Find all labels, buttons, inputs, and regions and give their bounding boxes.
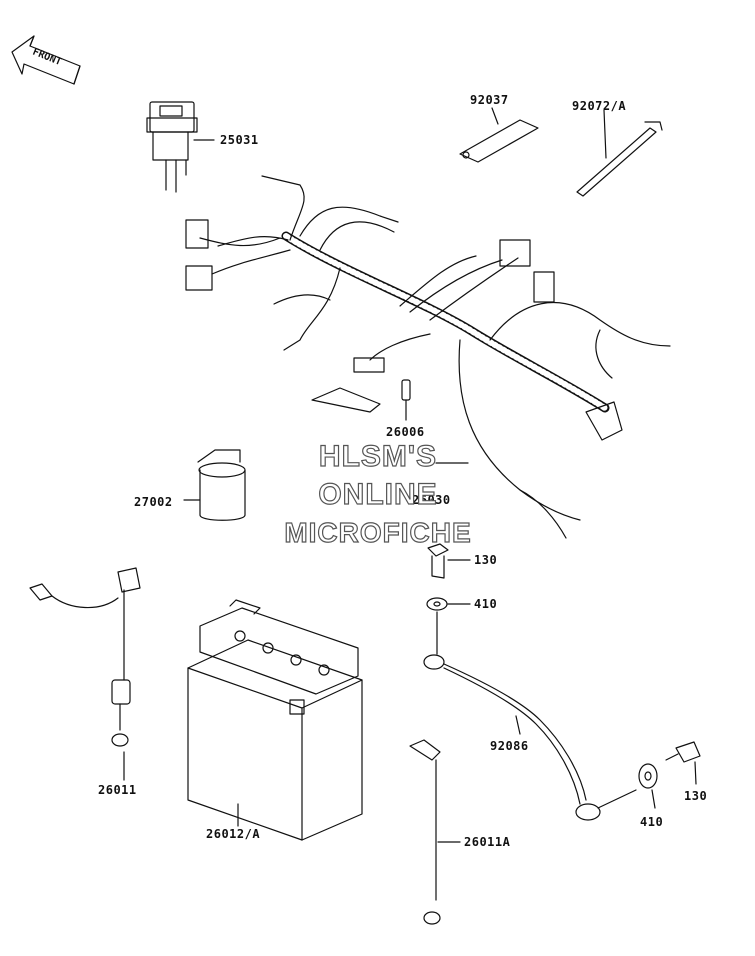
label-26012a: 26012/A [206, 827, 260, 841]
label-92072a: 92072/A [572, 99, 626, 113]
lead-cable-part [29, 567, 141, 781]
ground-cable-part [423, 654, 637, 821]
relay-part [183, 449, 246, 521]
lead-cable-a-part [409, 739, 461, 925]
label-410-bottom: 410 [640, 815, 663, 829]
label-410-top: 410 [474, 597, 497, 611]
washer-bottom-part [638, 763, 658, 809]
bolt-top-part [427, 543, 471, 579]
main-harness-part [185, 175, 671, 539]
label-26006: 26006 [386, 425, 425, 439]
strap-part [459, 107, 539, 163]
hour-meter-part [146, 101, 215, 193]
watermark-line3: MICROFICHE [284, 517, 471, 548]
label-27002: 27002 [134, 495, 173, 509]
label-25031: 25031 [220, 133, 259, 147]
label-92037: 92037 [470, 93, 509, 107]
front-arrow-icon [11, 35, 81, 85]
label-130-top: 130 [474, 553, 497, 567]
battery-part [187, 599, 363, 841]
tie-band-part [576, 109, 663, 197]
label-26030: 26030 [412, 493, 451, 507]
label-26011a: 26011A [464, 835, 511, 849]
watermark-line2: ONLINE [318, 478, 437, 511]
label-130-bottom: 130 [684, 789, 707, 803]
watermark-line1: HLSM'S [319, 440, 437, 473]
front-label: FRONT [31, 47, 63, 68]
label-26011: 26011 [98, 783, 137, 797]
bolt-bottom-part [665, 741, 701, 785]
label-92086: 92086 [490, 739, 529, 753]
fuse-part [401, 379, 411, 421]
washer-top-part [426, 597, 471, 655]
